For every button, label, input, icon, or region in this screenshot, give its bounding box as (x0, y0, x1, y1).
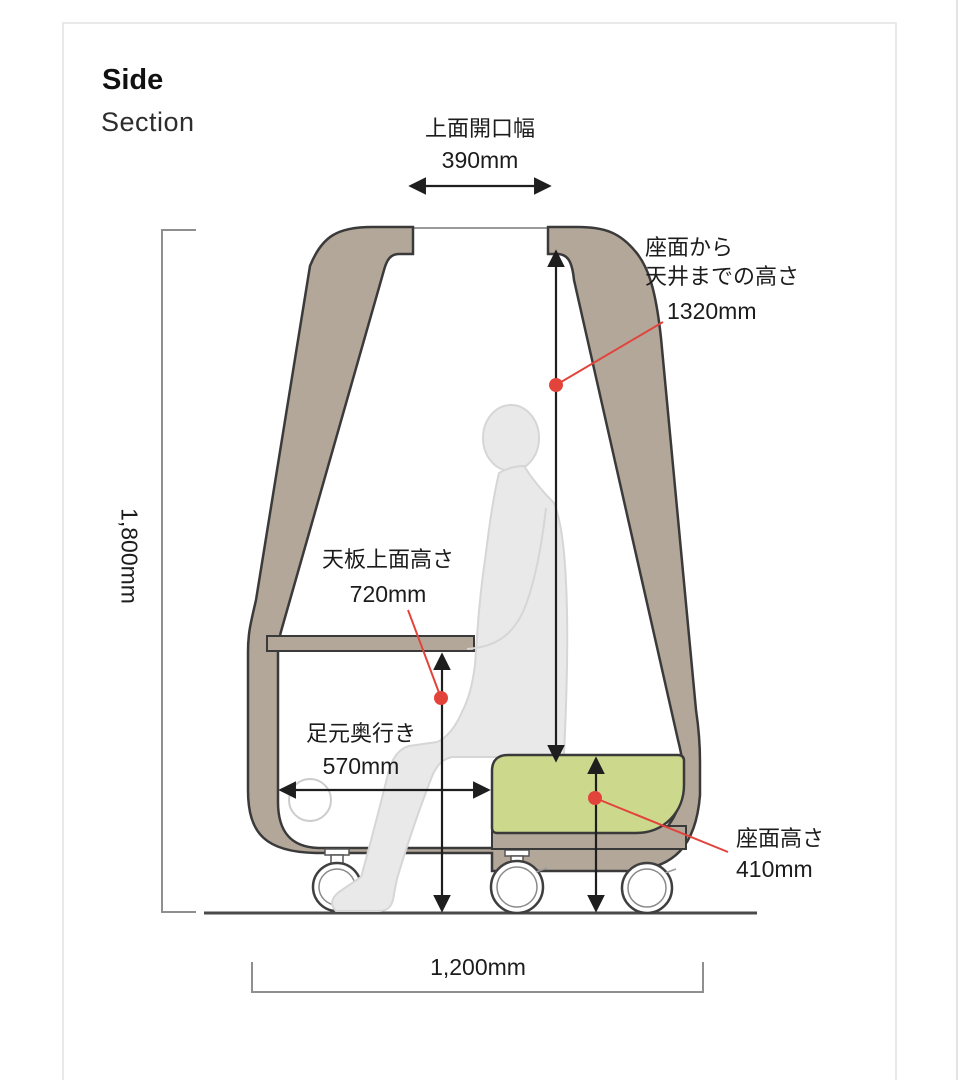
footwell-grommet (288, 778, 332, 822)
top-opening-label: 上面開口幅 (424, 116, 536, 141)
top-opening-value: 390mm (441, 147, 519, 173)
seat-to-ceiling-value: 1320mm (667, 298, 757, 324)
desk-top-value: 720mm (349, 581, 427, 607)
caster-center (489, 849, 548, 915)
view-title: Side (102, 64, 164, 96)
top-opening-cut (414, 220, 547, 257)
caster-right (620, 861, 677, 915)
leader-seat-to-ceiling (549, 321, 664, 392)
seated-person-silhouette (331, 404, 569, 912)
leader-desk-height (407, 609, 448, 705)
seat-to-ceiling-label-line2: 天井までの高さ (645, 264, 800, 289)
foot-depth-label: 足元奥行き (305, 721, 417, 746)
person-arm-line (466, 507, 547, 650)
foot-depth-value: 570mm (322, 753, 400, 779)
overall-width-value: 1,200mm (430, 954, 526, 980)
right-edge-divider (956, 0, 958, 1080)
desk-top (266, 635, 475, 652)
person-head (482, 404, 540, 472)
seat-cushion (490, 753, 686, 835)
desk-top-label: 天板上面高さ (321, 547, 455, 572)
view-subtitle: Section (101, 107, 195, 137)
dim-overall-width-bracket (251, 962, 704, 993)
leader-seat-height (588, 791, 729, 853)
seat-to-ceiling-label-line1: 座面から (645, 235, 734, 260)
dim-overall-height-bracket (161, 229, 196, 913)
seat-height-value: 410mm (736, 856, 813, 882)
person-body (331, 464, 569, 912)
seat-height-label: 座面高さ (736, 826, 825, 851)
overall-height-value: 1,800mm (116, 508, 143, 604)
